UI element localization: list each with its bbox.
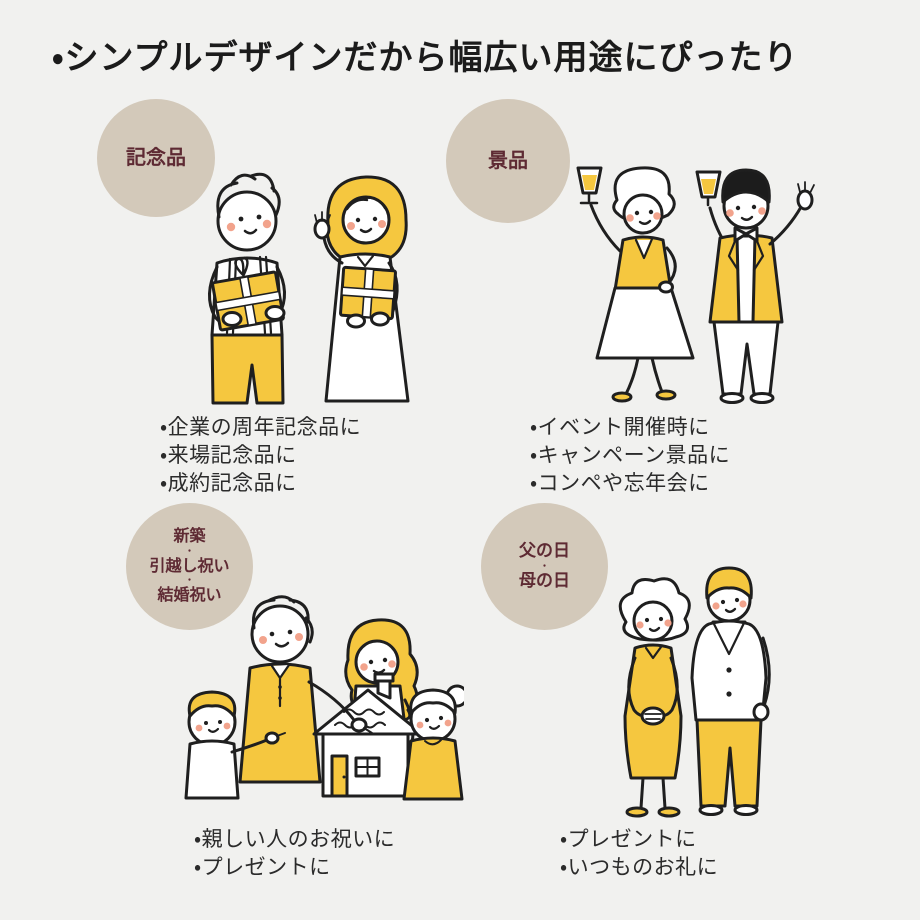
gift-couple-illustration [208, 172, 410, 405]
badge-label: 景品 [488, 149, 528, 172]
day-gift-use-list: ・プレゼントに ・いつものお礼に [560, 826, 718, 882]
badge-label: 引越し祝い [149, 557, 230, 575]
use-case-item: ・イベント開催時に [530, 416, 710, 439]
family-house-illustration [184, 595, 464, 801]
badge-keihin: 景品 [446, 99, 570, 223]
oiwai-use-list: ・親しい人のお祝いに ・プレゼントに [194, 826, 395, 882]
toast-couple-illustration [576, 166, 815, 404]
badge-label-dot: ・ [539, 560, 549, 571]
use-case-item: ・いつものお礼に [560, 856, 719, 879]
keihin-use-list: ・イベント開催時に ・キャンペーン景品に ・コンペや忘年会に [530, 414, 730, 498]
elderly-couple-illustration [618, 566, 771, 818]
page-title: ・シンプルデザインだから幅広い用途にぴったり [52, 39, 799, 77]
kinenhin-use-list: ・企業の周年記念品に ・来場記念品に ・成約記念品に [160, 414, 361, 498]
drink-glass-icon [576, 166, 603, 205]
badge-label: 記念品 [126, 146, 186, 169]
badge-label: 母の日 [519, 571, 570, 591]
badge-fathers-mothers-day: 父の日 ・ 母の日 [481, 503, 608, 630]
badge-label-dot: ・ [184, 545, 194, 556]
use-case-item: ・コンペや忘年会に [530, 472, 710, 495]
house-model-icon [312, 672, 424, 798]
use-case-item: ・親しい人のお祝いに [194, 828, 396, 851]
badge-label-dot: ・ [184, 575, 194, 586]
badge-oiwai: 新築 ・ 引越し祝い ・ 結婚祝い [126, 503, 253, 630]
use-case-item: ・成約記念品に [160, 472, 297, 495]
use-case-item: ・来場記念品に [160, 444, 297, 467]
badge-label: 父の日 [519, 540, 570, 560]
use-case-item: ・プレゼントに [194, 856, 331, 879]
use-case-item: ・プレゼントに [560, 828, 697, 851]
badge-kinenhin: 記念品 [97, 99, 215, 217]
drink-glass-icon [695, 170, 722, 207]
use-case-item: ・キャンペーン景品に [530, 444, 731, 467]
gift-box-icon [339, 265, 397, 321]
use-case-item: ・企業の周年記念品に [160, 416, 362, 439]
badge-label: 新築 [173, 528, 206, 546]
badge-label: 結婚祝い [157, 587, 222, 605]
